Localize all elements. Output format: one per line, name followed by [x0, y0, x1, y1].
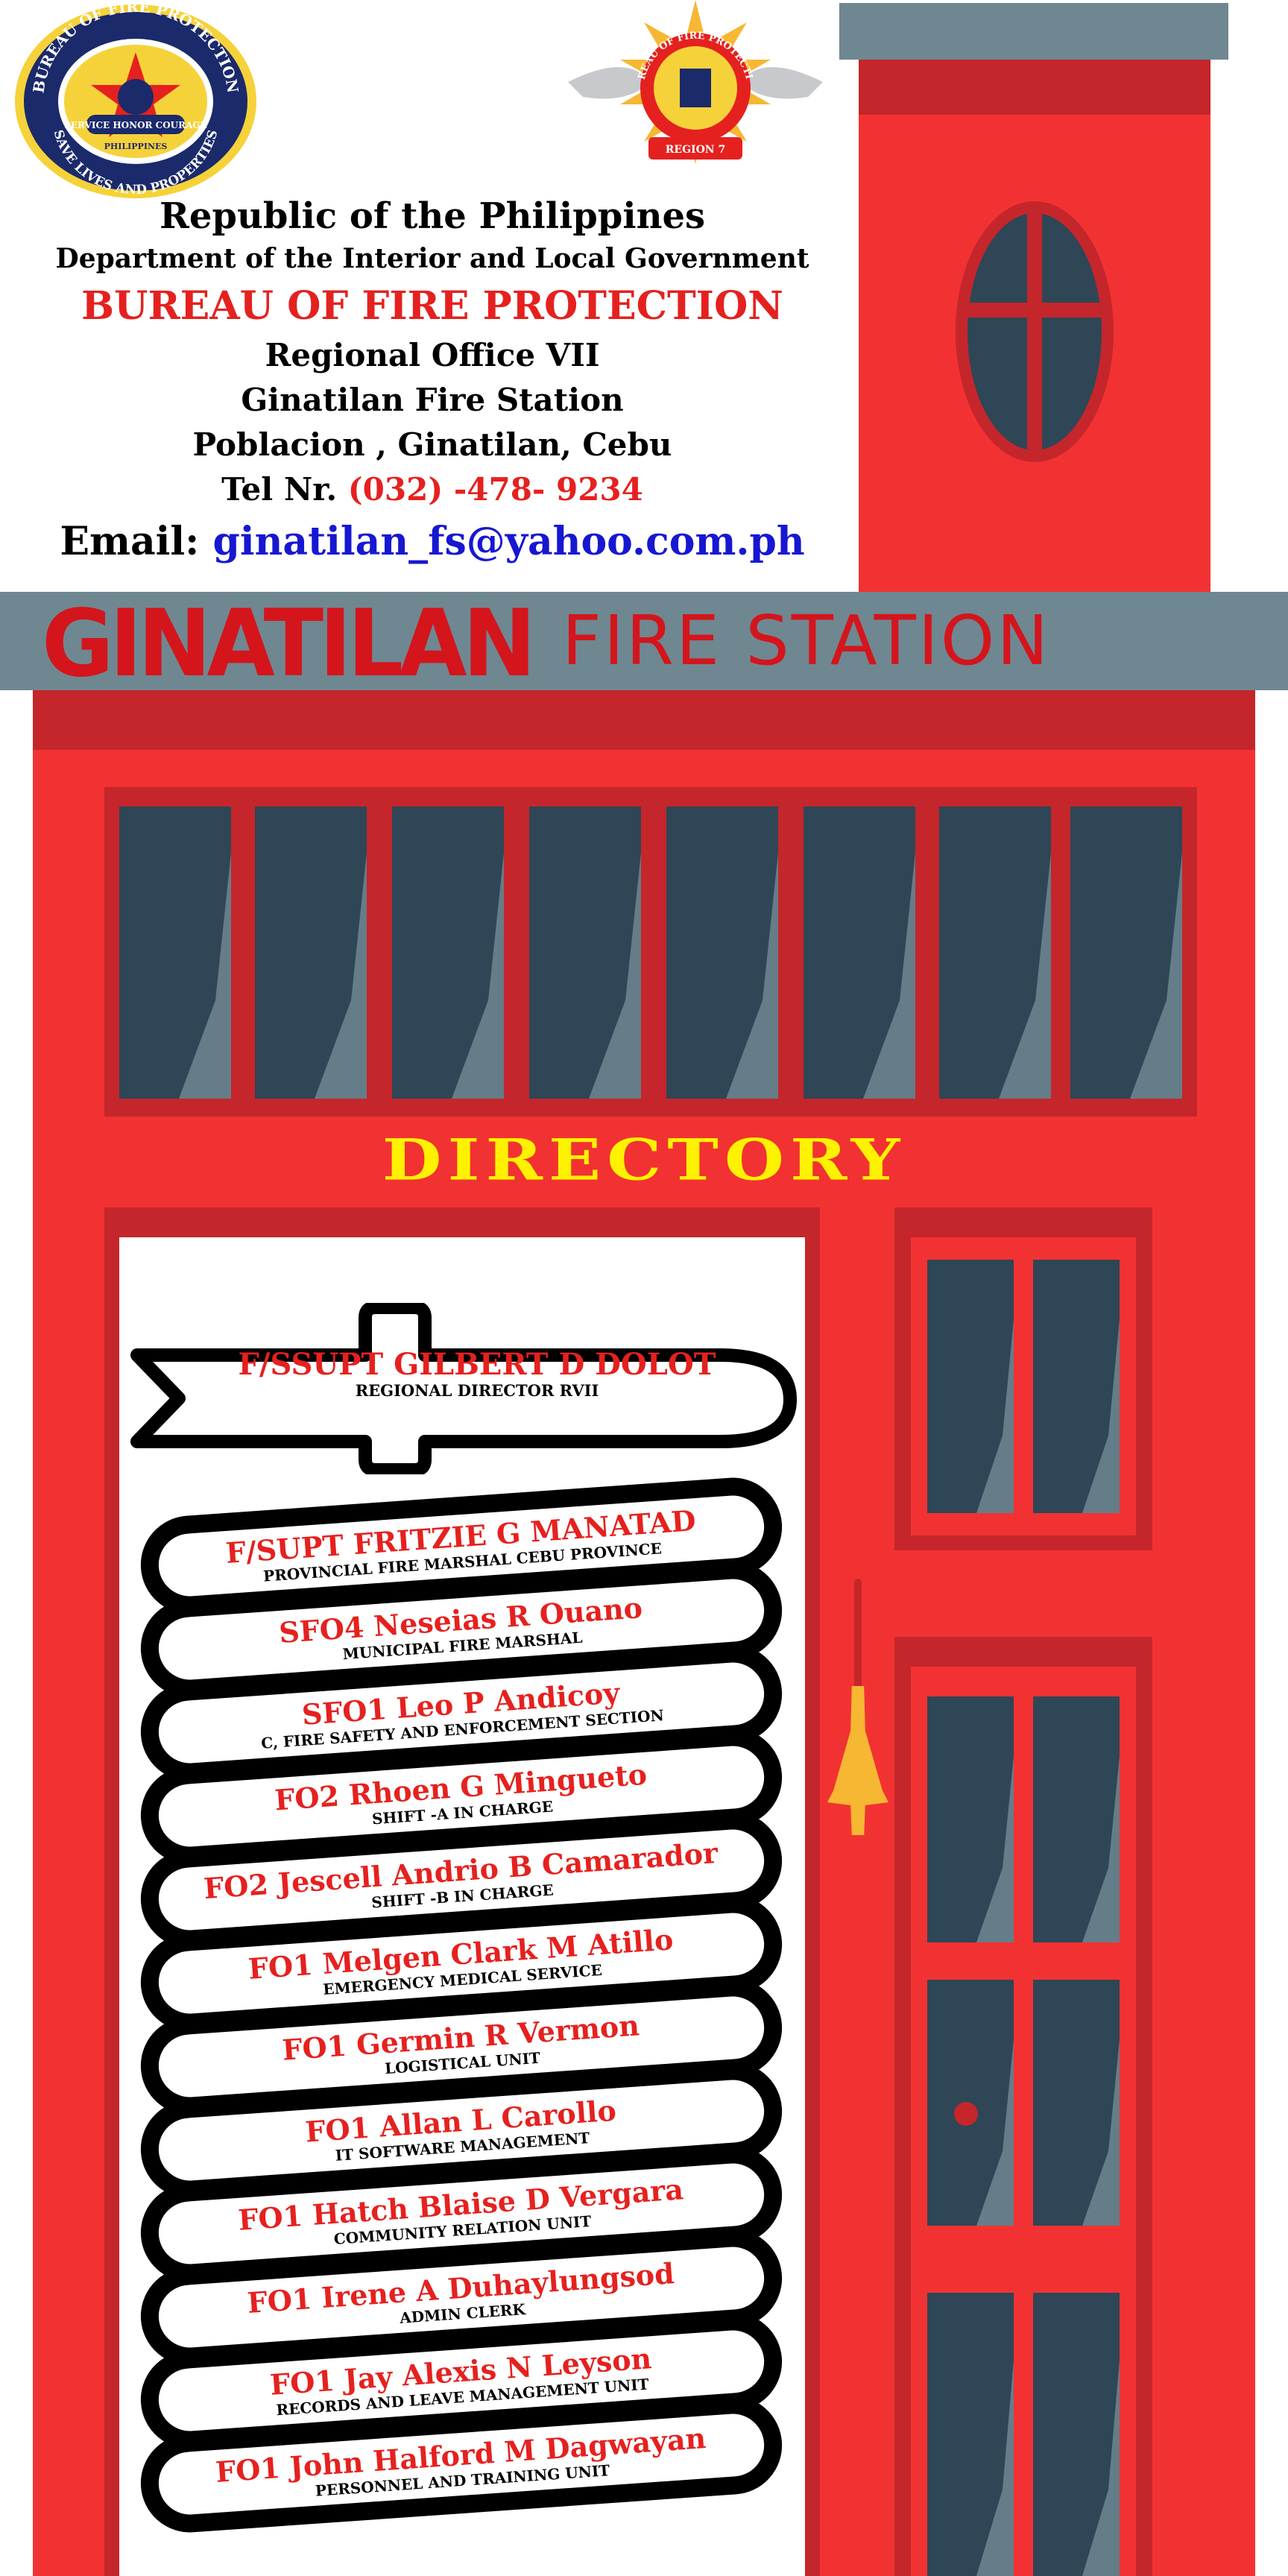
header-bureau: BUREAU OF FIRE PROTECTION [81, 283, 783, 329]
chimney-cap [839, 3, 1228, 60]
tel-value: (032) -478- 9234 [347, 471, 643, 508]
window-pane [255, 806, 367, 1099]
bell-rope [854, 1579, 862, 1690]
header-department: Department of the Interior and Local Gov… [55, 243, 809, 274]
side-door-pane [1033, 1980, 1120, 2226]
email-link[interactable]: ginatilan_fs@yahoo.com.ph [212, 519, 805, 564]
sign-fire-station: FIRE STATION [562, 601, 1051, 681]
side-door-pane [927, 1980, 1014, 2226]
roof-strip [33, 690, 1255, 750]
station-sign [0, 592, 1288, 690]
window-pane [939, 806, 1051, 1099]
seal2-ribbon: REGION 7 [666, 144, 725, 156]
email-label: Email: [60, 519, 200, 564]
header-email: Email: ginatilan_fs@yahoo.com.ph [0, 519, 865, 564]
window-pane [804, 806, 915, 1099]
directory-title: DIRECTORY [382, 1127, 906, 1193]
chimney-band [859, 60, 1210, 115]
door-knob [954, 2102, 978, 2126]
top-window-row [104, 787, 1197, 1117]
header-republic: Republic of the Philippines [159, 195, 706, 237]
seal-country: PHILIPPINES [104, 142, 168, 151]
window-pane [1070, 806, 1182, 1099]
sign-ginatilan: GINATILAN [42, 589, 536, 698]
tel-label: Tel Nr. [221, 471, 338, 508]
oval-window-mullion [1027, 213, 1042, 450]
seal-ribbon: SERVICE HONOR COURAGE [64, 120, 207, 130]
side-door-pane [927, 1696, 1014, 1942]
header-tel: Tel Nr. (032) -478- 9234 [0, 471, 865, 508]
side-door-pane [927, 2293, 1014, 2576]
oval-window-transom [967, 303, 1102, 318]
header-regional-office: Regional Office VII [265, 337, 600, 373]
side-door-pane [1033, 2293, 1120, 2576]
bfp-seal-logo: BUREAU OF FIRE PROTECTION SAVE LIVES AND… [13, 0, 258, 200]
side-window-pane [927, 1260, 1014, 1513]
directory-head: F/SSUPT GILBERT D DOLOT REGIONAL DIRECTO… [171, 1348, 783, 1400]
head-name: F/SSUPT GILBERT D DOLOT [238, 1347, 716, 1382]
side-window-pane [1033, 1260, 1120, 1513]
window-pane [392, 806, 504, 1099]
head-arrow-shape [130, 1303, 797, 1474]
window-pane [119, 806, 231, 1099]
side-window [911, 1237, 1136, 1535]
head-role: REGIONAL DIRECTOR RVII [355, 1381, 599, 1400]
window-pane [666, 806, 778, 1099]
side-door-pane [1033, 1696, 1120, 1942]
region7-seal-logo: BUREAU OF FIRE PROTECTION REGION 7 [556, 0, 830, 203]
header-station: Ginatilan Fire Station [241, 382, 624, 418]
oval-window-glass [967, 213, 1102, 450]
header-address: Poblacion , Ginatilan, Cebu [192, 426, 672, 463]
side-door [911, 1667, 1136, 2576]
window-pane [529, 806, 641, 1099]
